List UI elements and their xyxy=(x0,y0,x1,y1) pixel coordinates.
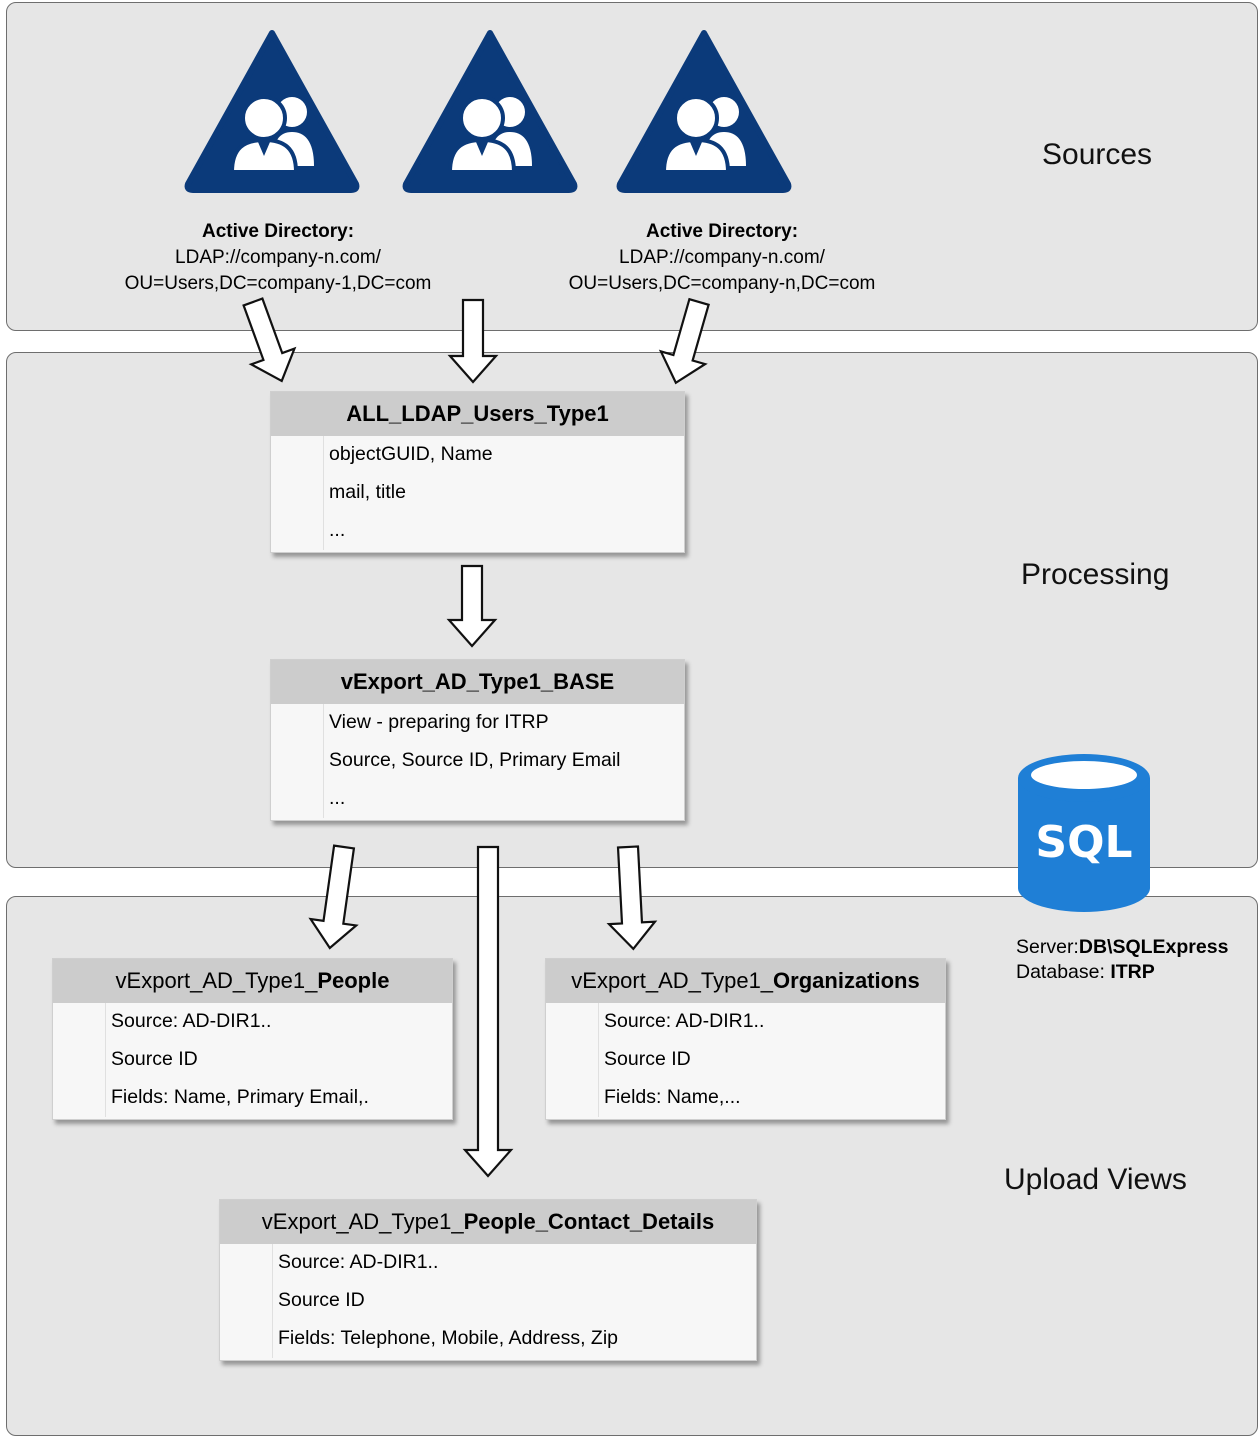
sql-database-icon: SQL xyxy=(1018,754,1150,912)
table-row: ... xyxy=(329,787,346,809)
database-value: ITRP xyxy=(1110,961,1155,983)
sql-server-line: Server:DB\SQLExpress xyxy=(1016,935,1228,960)
arrow-icon xyxy=(242,297,297,383)
processing-label: Processing xyxy=(1021,558,1170,591)
table-row: mail, title xyxy=(329,481,406,503)
database-label: Database: xyxy=(1016,961,1111,983)
source-ldap-url: LDAP://company-n.com/ xyxy=(619,247,825,268)
arrow-icon xyxy=(446,564,498,648)
arrow-icon xyxy=(308,844,359,950)
table-title-prefix: vExport_AD_Type1_ xyxy=(571,968,774,993)
table-row: Source ID xyxy=(278,1289,365,1311)
sql-database-line: Database: ITRP xyxy=(1016,960,1228,985)
users-group-icon xyxy=(616,30,792,193)
sql-server-caption: Server:DB\SQLExpress Database: ITRP xyxy=(1016,935,1228,985)
source-ou-path: OU=Users,DC=company-n,DC=com xyxy=(568,273,876,294)
source-title: Active Directory: xyxy=(201,221,355,242)
source-caption-1: Active Directory: LDAP://company-n.com/ … xyxy=(88,219,468,297)
users-group-icon xyxy=(402,30,578,193)
table-title: vExport_AD_Type1_People_Contact_Details xyxy=(220,1200,756,1244)
source-caption-n: Active Directory: LDAP://company-n.com/ … xyxy=(532,219,912,297)
arrow-icon xyxy=(606,845,658,951)
table-title-bold: People xyxy=(317,968,390,993)
table-row: Source: AD-DIR1.. xyxy=(278,1251,439,1273)
table-title: ALL_LDAP_Users_Type1 xyxy=(271,392,684,436)
table-title: vExport_AD_Type1_Organizations xyxy=(546,959,945,1003)
table-row: Fields: Telephone, Mobile, Address, Zip xyxy=(278,1327,618,1349)
server-label: Server: xyxy=(1016,936,1079,958)
table-all-ldap-users: ALL_LDAP_Users_Type1 objectGUID, Name ma… xyxy=(270,391,685,553)
table-title: vExport_AD_Type1_People xyxy=(53,959,452,1003)
arrow-icon xyxy=(658,297,710,385)
arrow-icon xyxy=(447,298,499,384)
table-row: Source ID xyxy=(604,1048,691,1070)
table-title-bold: People_Contact_Details xyxy=(463,1209,715,1234)
users-group-icon xyxy=(184,30,360,193)
table-row: Source, Source ID, Primary Email xyxy=(329,749,621,771)
upload-views-label: Upload Views xyxy=(1004,1163,1187,1196)
sources-label: Sources xyxy=(1042,138,1153,171)
server-value: DB\SQLExpress xyxy=(1078,936,1229,958)
table-row: Source: AD-DIR1.. xyxy=(604,1010,765,1032)
table-title-prefix: vExport_AD_Type1_ xyxy=(115,968,318,993)
table-title-prefix: vExport_AD_Type1_ xyxy=(261,1209,464,1234)
table-vexport-organizations: vExport_AD_Type1_Organizations Source: A… xyxy=(545,958,946,1120)
source-ou-path: OU=Users,DC=company-1,DC=com xyxy=(124,273,432,294)
arrow-icon xyxy=(462,845,514,1178)
table-row: Fields: Name, Primary Email,. xyxy=(111,1086,369,1108)
table-row: ... xyxy=(329,519,346,541)
table-vexport-base: vExport_AD_Type1_BASE View - preparing f… xyxy=(270,659,685,821)
table-title-bold: Organizations xyxy=(773,968,920,993)
table-vexport-people: vExport_AD_Type1_People Source: AD-DIR1.… xyxy=(52,958,453,1120)
table-row: objectGUID, Name xyxy=(329,443,493,465)
table-title: vExport_AD_Type1_BASE xyxy=(271,660,684,704)
table-row: View - preparing for ITRP xyxy=(329,711,549,733)
source-ldap-url: LDAP://company-n.com/ xyxy=(175,247,381,268)
table-row: Source ID xyxy=(111,1048,198,1070)
sql-logo-text: SQL xyxy=(1035,817,1132,868)
table-vexport-people-contact-details: vExport_AD_Type1_People_Contact_Details … xyxy=(219,1199,757,1361)
source-title: Active Directory: xyxy=(645,221,799,242)
table-row: Source: AD-DIR1.. xyxy=(111,1010,272,1032)
table-row: Fields: Name,... xyxy=(604,1086,741,1108)
